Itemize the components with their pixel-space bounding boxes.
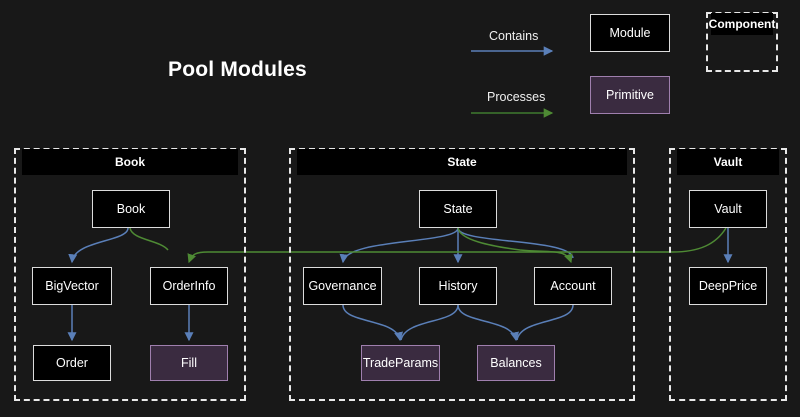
legend-label-contains: Contains	[489, 29, 539, 43]
node-fill-label: Fill	[181, 356, 197, 370]
legend-node-module-label: Module	[609, 26, 651, 40]
node-orderinfo[interactable]: OrderInfo	[150, 267, 228, 305]
node-balances-label: Balances	[490, 356, 542, 370]
cluster-vault: Vault	[669, 148, 787, 401]
node-book-label: Book	[116, 202, 146, 216]
cluster-state: State	[289, 148, 635, 401]
node-state-label: State	[443, 202, 473, 216]
node-order[interactable]: Order	[33, 345, 111, 381]
node-bigvector-label: BigVector	[45, 279, 99, 293]
node-history[interactable]: History	[419, 267, 497, 305]
legend-arrow-contains	[471, 46, 554, 56]
node-balances[interactable]: Balances	[477, 345, 555, 381]
node-account[interactable]: Account	[534, 267, 612, 305]
node-order-label: Order	[56, 356, 88, 370]
node-state[interactable]: State	[419, 190, 497, 228]
legend-label-processes: Processes	[487, 90, 546, 104]
node-governance-label: Governance	[308, 279, 377, 293]
legend-cluster-component: Component	[706, 12, 778, 72]
cluster-book-label: Book	[22, 149, 238, 175]
node-tradeparams-label: TradeParams	[362, 356, 439, 370]
node-tradeparams[interactable]: TradeParams	[361, 345, 440, 381]
page-title: Pool Modules	[168, 58, 307, 81]
legend-node-primitive: Primitive	[590, 76, 670, 114]
node-history-label: History	[438, 279, 478, 293]
node-fill[interactable]: Fill	[150, 345, 228, 381]
node-orderinfo-label: OrderInfo	[162, 279, 216, 293]
node-deepprice-label: DeepPrice	[698, 279, 758, 293]
cluster-book: Book	[14, 148, 246, 401]
cluster-vault-label: Vault	[677, 149, 779, 175]
node-book[interactable]: Book	[92, 190, 170, 228]
legend-cluster-component-label: Component	[709, 13, 775, 35]
legend-node-primitive-label: Primitive	[606, 88, 654, 102]
node-deepprice[interactable]: DeepPrice	[689, 267, 767, 305]
node-account-label: Account	[550, 279, 596, 293]
node-governance[interactable]: Governance	[303, 267, 382, 305]
legend-node-module: Module	[590, 14, 670, 52]
node-vault[interactable]: Vault	[689, 190, 767, 228]
cluster-state-label: State	[297, 149, 627, 175]
node-vault-label: Vault	[714, 202, 742, 216]
node-bigvector[interactable]: BigVector	[32, 267, 112, 305]
legend-arrow-processes	[471, 108, 554, 118]
